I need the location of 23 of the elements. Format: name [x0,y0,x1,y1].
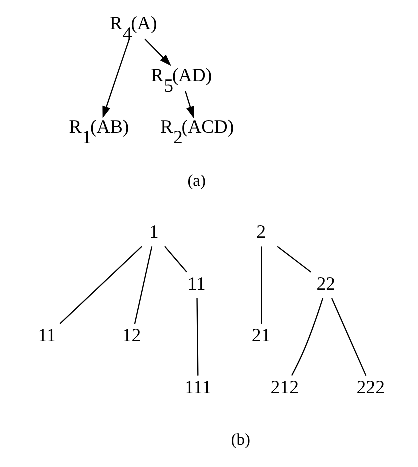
node-text: 2 [256,222,266,243]
connector [290,298,324,376]
connector [164,246,187,273]
connector [276,246,312,273]
label: (b) [230,430,250,450]
arrow [102,39,130,118]
node-text: 11 [187,274,206,295]
connector [260,246,262,324]
connector [196,298,198,376]
node-text: 12 [122,326,141,347]
arrow [144,38,171,66]
node-text: 111 [184,377,212,398]
label: (a) [187,171,206,190]
node-text: 22 [316,274,336,295]
connector [134,246,152,324]
connector [59,246,142,324]
node-text: 21 [251,326,270,347]
arrow [184,90,194,118]
connector [330,298,366,376]
node-text: 212 [270,377,299,398]
node-text: 11 [38,326,56,347]
node-text: 1 [148,222,158,243]
node-text: 222 [356,377,385,398]
